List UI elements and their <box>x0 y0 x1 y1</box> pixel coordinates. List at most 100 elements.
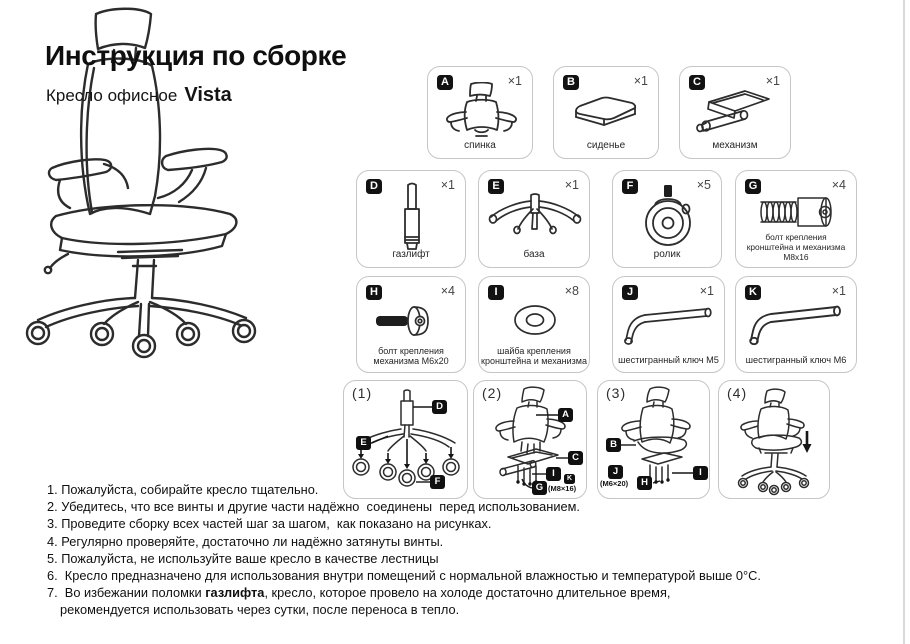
label-badge-f: F <box>430 475 445 489</box>
part-box-h: H ×4 болт крепления механизма M6x20 <box>356 276 466 373</box>
instruction-item-1: 1. Пожалуйста, собирайте кресло тщательн… <box>47 482 319 497</box>
label-badge-d: D <box>432 400 447 414</box>
bolt-m6-drawing <box>376 306 429 336</box>
step-4-drawing <box>737 388 812 496</box>
mechanism-drawing <box>696 90 770 133</box>
step-1-drawing <box>352 389 460 487</box>
instruction-item-3: 3. Проведите сборку всех частей шаг за ш… <box>47 516 492 532</box>
instruction-item-2: 2. Убедитесь, что все винты и другие час… <box>47 499 580 515</box>
part-box-b: B ×1 сиденье <box>553 66 659 159</box>
instruction-7-suffix: , кресло, которое провело на холоде дост… <box>264 585 671 601</box>
part-caption: болт крепления механизма M6x20 <box>373 345 449 367</box>
instruction-7-bold-word: газлифта <box>205 585 265 601</box>
instruction-item-7: 7. Во избежании поломки газлифта, кресло… <box>47 584 761 601</box>
part-letter-badge: J <box>622 285 638 300</box>
part-box-c: C ×1 механизм <box>679 66 791 159</box>
step-number: (1) <box>352 385 373 401</box>
caster-drawing <box>645 185 691 246</box>
part-letter-badge: D <box>366 179 382 194</box>
part-caption: спинка <box>464 140 496 152</box>
part-box-e: E ×1 база <box>478 170 590 268</box>
step-box-3: (3) B <box>597 380 710 499</box>
label-badge-e: E <box>356 436 371 450</box>
bolt-shaft <box>376 316 408 326</box>
bolt-size-note: (M6×20) <box>600 479 629 488</box>
label-badge-g: G <box>532 481 547 495</box>
part-caption: шайба крепления кронштейна и механизма <box>481 345 587 367</box>
step-box-2: (2) <box>473 380 587 499</box>
part-letter-badge: B <box>563 75 579 90</box>
part-qty: ×5 <box>696 178 711 192</box>
page-edge-line <box>903 0 905 644</box>
part-qty: ×8 <box>564 284 579 298</box>
part-box-a: A ×1 спинка <box>427 66 533 159</box>
page-title: Инструкция по сборке <box>45 40 347 71</box>
bolt-m8-drawing <box>760 197 832 227</box>
backrest-drawing <box>446 82 517 137</box>
part-qty: ×1 <box>765 74 780 88</box>
part-box-d: D ×1 газлифт <box>356 170 466 268</box>
part-letter-badge: F <box>622 179 638 194</box>
instruction-item-6: 6. Кресло предназначено для использовани… <box>47 568 761 584</box>
step-number: (3) <box>606 385 627 401</box>
instruction-item-4: 4. Регулярно проверяйте, достаточно ли н… <box>47 533 444 549</box>
part-box-k: K ×1 шестигранный ключ M6 <box>735 276 857 373</box>
instructions-list: 1. Пожалуйста, собирайте кресло тщательн… <box>47 481 761 619</box>
step-3-drawing <box>621 386 693 484</box>
part-qty: ×1 <box>831 284 846 298</box>
step-box-1: (1) <box>343 380 468 499</box>
part-qty: ×1 <box>507 74 522 88</box>
washer-drawing <box>514 305 556 335</box>
part-box-f: F ×5 ролик <box>612 170 722 268</box>
seat-drawing <box>575 96 637 126</box>
part-caption: база <box>523 249 545 261</box>
part-qty: ×1 <box>440 178 455 192</box>
label-badge-a: A <box>558 408 573 422</box>
part-caption: сиденье <box>586 140 626 152</box>
base-drawing <box>488 193 582 235</box>
part-caption: болт крепления кронштейна и механизма M8… <box>746 232 846 263</box>
part-letter-badge: E <box>488 179 504 194</box>
part-letter-badge: A <box>437 75 453 90</box>
part-letter-badge: K <box>745 285 761 300</box>
down-arrow-icon <box>802 431 812 453</box>
part-box-j: J ×1 шестигранный ключ M5 <box>612 276 725 373</box>
label-badge-j: J <box>608 465 623 479</box>
part-letter-badge: G <box>745 179 761 194</box>
gas-lift-drawing <box>404 182 420 250</box>
part-caption: механизм <box>712 140 758 152</box>
page-subtitle: Кресло офисное Vista <box>46 84 232 107</box>
part-qty: ×1 <box>699 284 714 298</box>
model-name: Vista <box>184 84 232 106</box>
office-chair-illustration <box>25 7 257 359</box>
part-caption: шестигранный ключ M5 <box>618 355 719 366</box>
part-caption: газлифт <box>392 249 430 261</box>
instruction-item-5: 5. Пожалуйста, не используйте ваше кресл… <box>47 550 439 566</box>
subtitle-text: Кресло офисное <box>46 86 178 105</box>
instruction-7-prefix: 7. Во избежании поломки <box>47 585 206 601</box>
label-badge-b: B <box>606 438 621 452</box>
hex-key-m6-drawing <box>749 305 841 346</box>
instruction-item-7-continued: рекомендуется использовать через сутки, … <box>60 602 460 618</box>
part-qty: ×1 <box>564 178 579 192</box>
part-caption: шестигранный ключ M6 <box>745 355 847 366</box>
label-badge-h: H <box>637 476 652 490</box>
bolt-size-note: (M8×16) <box>548 484 577 493</box>
part-qty: ×4 <box>831 178 846 192</box>
label-badge-i: I <box>546 467 561 481</box>
part-letter-badge: C <box>689 75 705 90</box>
part-box-g: G ×4 болт крепления кронштейна и механиз… <box>735 170 857 268</box>
part-letter-badge: I <box>488 285 504 300</box>
part-qty: ×1 <box>633 74 648 88</box>
step-number: (4) <box>727 385 748 401</box>
part-letter-badge: H <box>366 285 382 300</box>
part-box-i: I ×8 шайба крепления кронштейна и механи… <box>478 276 590 373</box>
part-caption: ролик <box>653 249 681 261</box>
part-qty: ×4 <box>440 284 455 298</box>
step-2-drawing <box>495 386 568 489</box>
label-badge-i: I <box>693 466 708 480</box>
hex-key-m5-drawing <box>624 307 712 345</box>
caster-stem <box>664 185 672 197</box>
step-box-4: (4) <box>718 380 830 499</box>
